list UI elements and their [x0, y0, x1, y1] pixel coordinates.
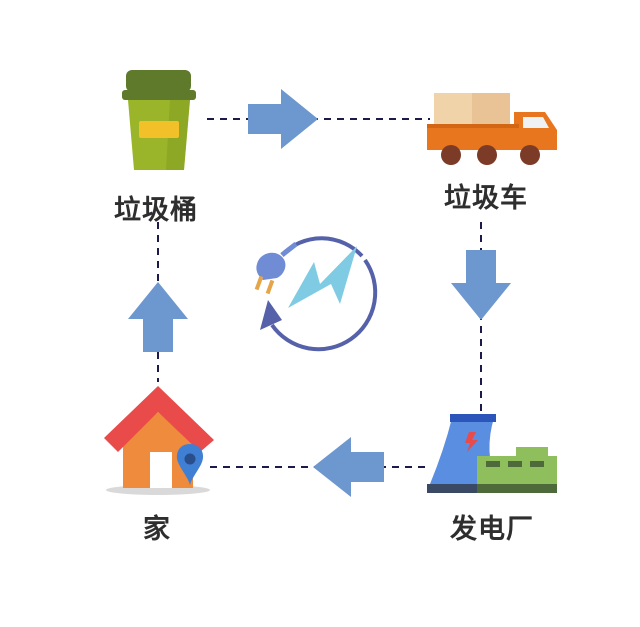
label-home: 家 — [143, 514, 171, 545]
house-icon — [104, 386, 214, 495]
label-garbage-truck: 垃圾车 — [444, 183, 528, 214]
flow-arrows — [128, 89, 511, 497]
trash-bin-icon — [122, 70, 196, 170]
arrow-up — [128, 282, 188, 352]
arrow-left — [313, 437, 384, 497]
plug-icon — [254, 242, 298, 295]
power-plant-icon — [427, 414, 557, 493]
dashed-connectors — [157, 118, 482, 468]
garbage-truck-icon — [427, 93, 557, 165]
label-trash-bin: 垃圾桶 — [114, 195, 198, 226]
location-pin-icon — [176, 444, 204, 486]
energy-cycle-emblem — [254, 236, 378, 352]
arrow-right — [248, 89, 318, 149]
label-power-plant: 发电厂 — [450, 514, 534, 545]
lightning-bolt-icon — [288, 246, 357, 308]
arrow-down — [451, 250, 511, 320]
